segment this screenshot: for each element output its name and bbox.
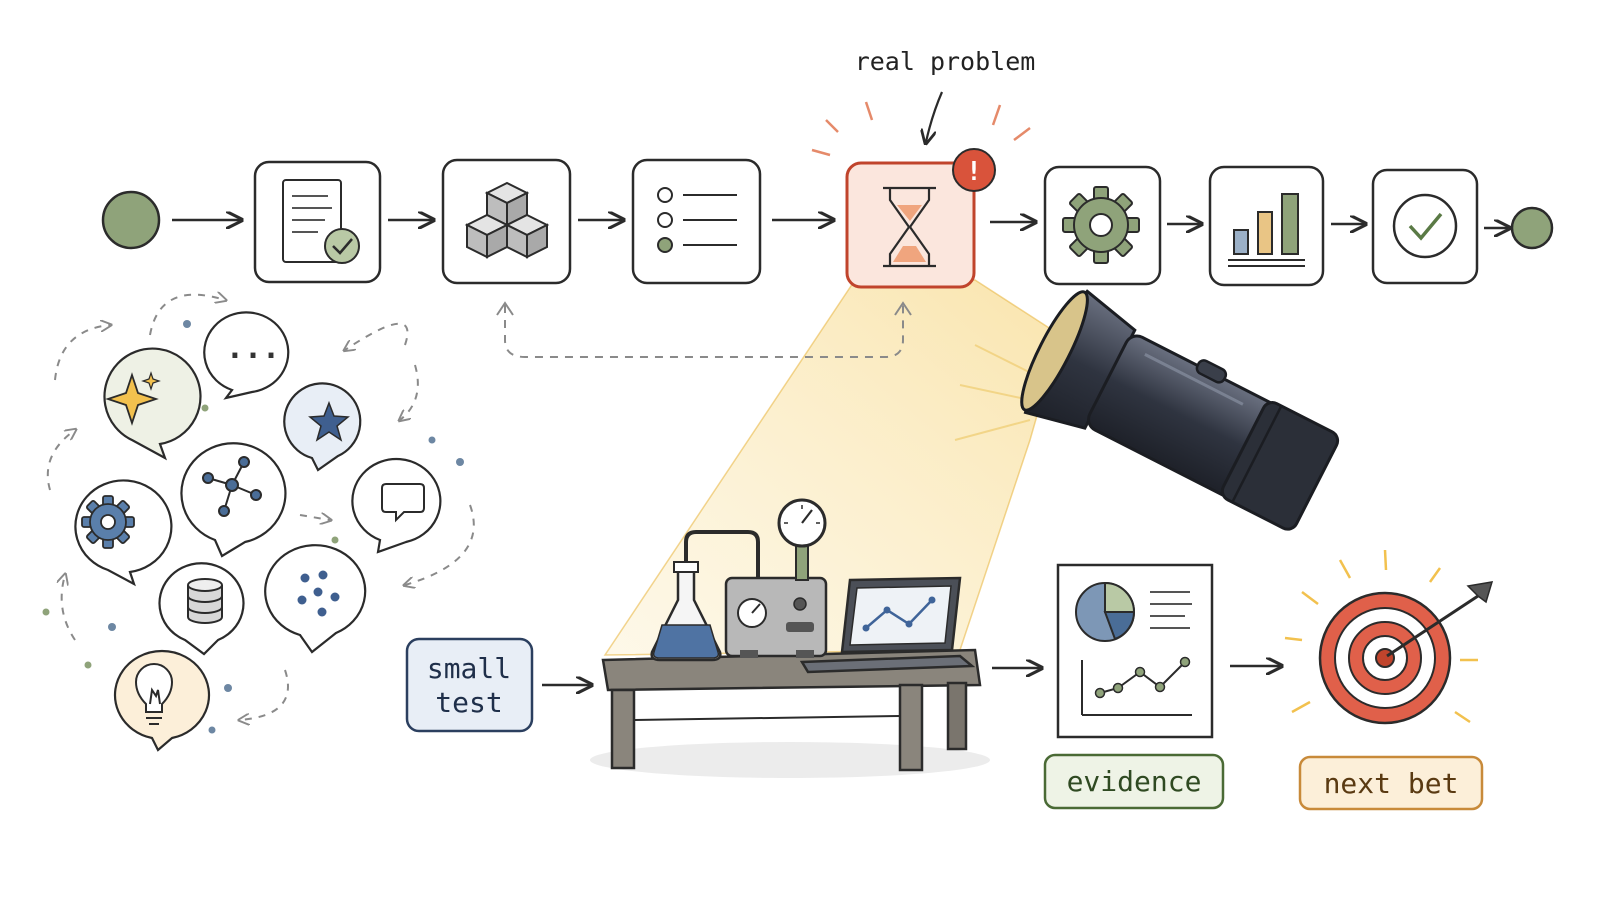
dots-icon <box>297 570 340 617</box>
database-icon <box>187 578 223 624</box>
network-icon <box>202 456 262 517</box>
flow-step-cubes <box>441 158 572 285</box>
machine-icon <box>724 498 828 658</box>
lightbulb-icon <box>134 663 174 725</box>
star-icon <box>308 400 350 442</box>
bubble-star <box>283 382 362 472</box>
bar-chart-icon <box>1228 193 1305 267</box>
next-bet-label: next bet <box>1324 767 1459 800</box>
list-icon <box>657 187 737 253</box>
gear-small-icon <box>81 495 135 549</box>
idea-cluster: ... <box>42 295 475 752</box>
experiment-flow: small test <box>405 498 1494 811</box>
flow-step-gear <box>1043 165 1162 286</box>
bubble-database <box>158 562 245 656</box>
real-problem-label: real problem <box>855 47 1036 76</box>
flashlight <box>1020 289 1340 531</box>
alert-badge: ! <box>952 148 996 192</box>
end-node <box>1510 206 1554 250</box>
process-flow: ! <box>101 101 1554 289</box>
flow-step-bar-chart <box>1208 165 1325 287</box>
flow-step-document <box>253 160 382 284</box>
bubble-lightbulb <box>113 649 211 752</box>
evidence-label: evidence <box>1067 765 1202 798</box>
target-icon <box>1284 549 1494 725</box>
bubble-gear <box>74 479 173 587</box>
flow-step-bottleneck: ! <box>811 101 1031 289</box>
flow-step-done <box>1371 168 1479 285</box>
bubble-sparkle <box>103 347 202 461</box>
highlight-rays <box>811 101 1031 157</box>
pie-chart-icon <box>1075 581 1136 642</box>
flask-icon <box>650 530 760 662</box>
gauge-icon <box>777 498 827 548</box>
sparkle-icon <box>105 371 161 426</box>
real-problem-annotation: real problem <box>855 47 1036 142</box>
document-check-icon <box>282 179 360 264</box>
feedback-loop <box>504 305 904 358</box>
alert-symbol: ! <box>966 157 982 187</box>
bubble-network <box>180 442 287 558</box>
cubes-icon <box>464 181 550 259</box>
bubble-ellipsis: ... <box>203 311 290 400</box>
next-bet-label-box: next bet <box>1298 755 1484 811</box>
small-test-label-line1: small <box>427 652 511 685</box>
bubble-chat <box>351 457 442 554</box>
line-chart-icon <box>1081 656 1192 716</box>
check-circle-icon <box>1392 193 1458 259</box>
flow-step-list <box>631 158 762 285</box>
chat-icon <box>381 483 425 523</box>
evidence-label-box: evidence <box>1043 753 1225 810</box>
evidence-report <box>1056 563 1214 739</box>
bubble-dots <box>264 544 367 654</box>
gear-icon <box>1062 186 1140 264</box>
small-test-label-line2: test <box>435 686 502 719</box>
small-test-box: small test <box>405 637 534 733</box>
lab-bench <box>590 498 990 778</box>
start-node <box>101 190 161 250</box>
light-beam <box>603 279 1061 656</box>
ellipsis-icon: ... <box>226 331 280 366</box>
hourglass-icon <box>883 186 936 268</box>
laptop-icon <box>799 576 976 674</box>
